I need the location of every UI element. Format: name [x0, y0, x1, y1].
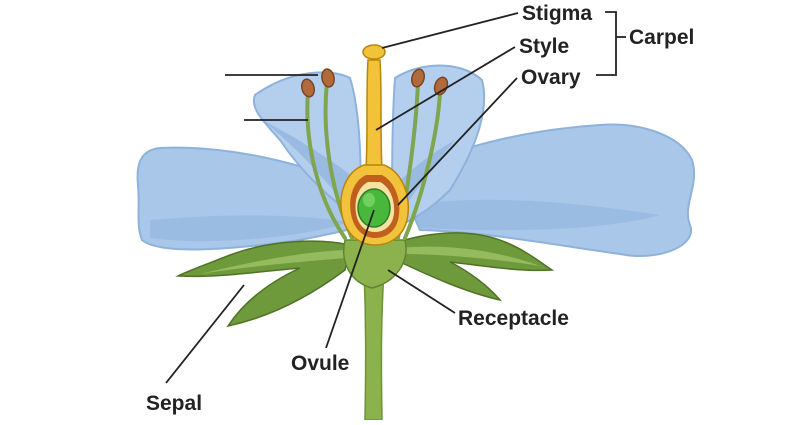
receptacle	[343, 239, 407, 289]
carpel-bracket	[596, 11, 617, 76]
label-style: Style	[519, 35, 569, 58]
leader-style	[375, 46, 516, 131]
leader-ovary	[397, 77, 518, 206]
leader-lines	[165, 11, 626, 384]
label-sepal: Sepal	[146, 392, 202, 415]
stigma	[362, 44, 386, 60]
ovule	[357, 188, 391, 228]
label-receptacle: Receptacle	[458, 307, 569, 330]
label-ovary: Ovary	[521, 66, 581, 89]
sepal-left	[175, 240, 351, 328]
sepal-right	[397, 232, 555, 302]
label-stigma: Stigma	[522, 2, 592, 25]
petal-right-shading	[410, 199, 660, 231]
sepal-right-highlight	[400, 246, 540, 266]
petal-left-shading	[150, 215, 350, 242]
leader-stigma	[381, 12, 519, 49]
leader-receptacle	[387, 269, 456, 314]
sepal-left-highlight	[200, 250, 345, 274]
leader-sepal	[165, 284, 245, 384]
style	[365, 59, 383, 171]
ovule-highlight	[363, 193, 375, 207]
leader-ovule	[325, 209, 375, 349]
label-carpel: Carpel	[629, 26, 694, 49]
stem	[363, 269, 385, 421]
label-ovule: Ovule	[291, 352, 349, 375]
